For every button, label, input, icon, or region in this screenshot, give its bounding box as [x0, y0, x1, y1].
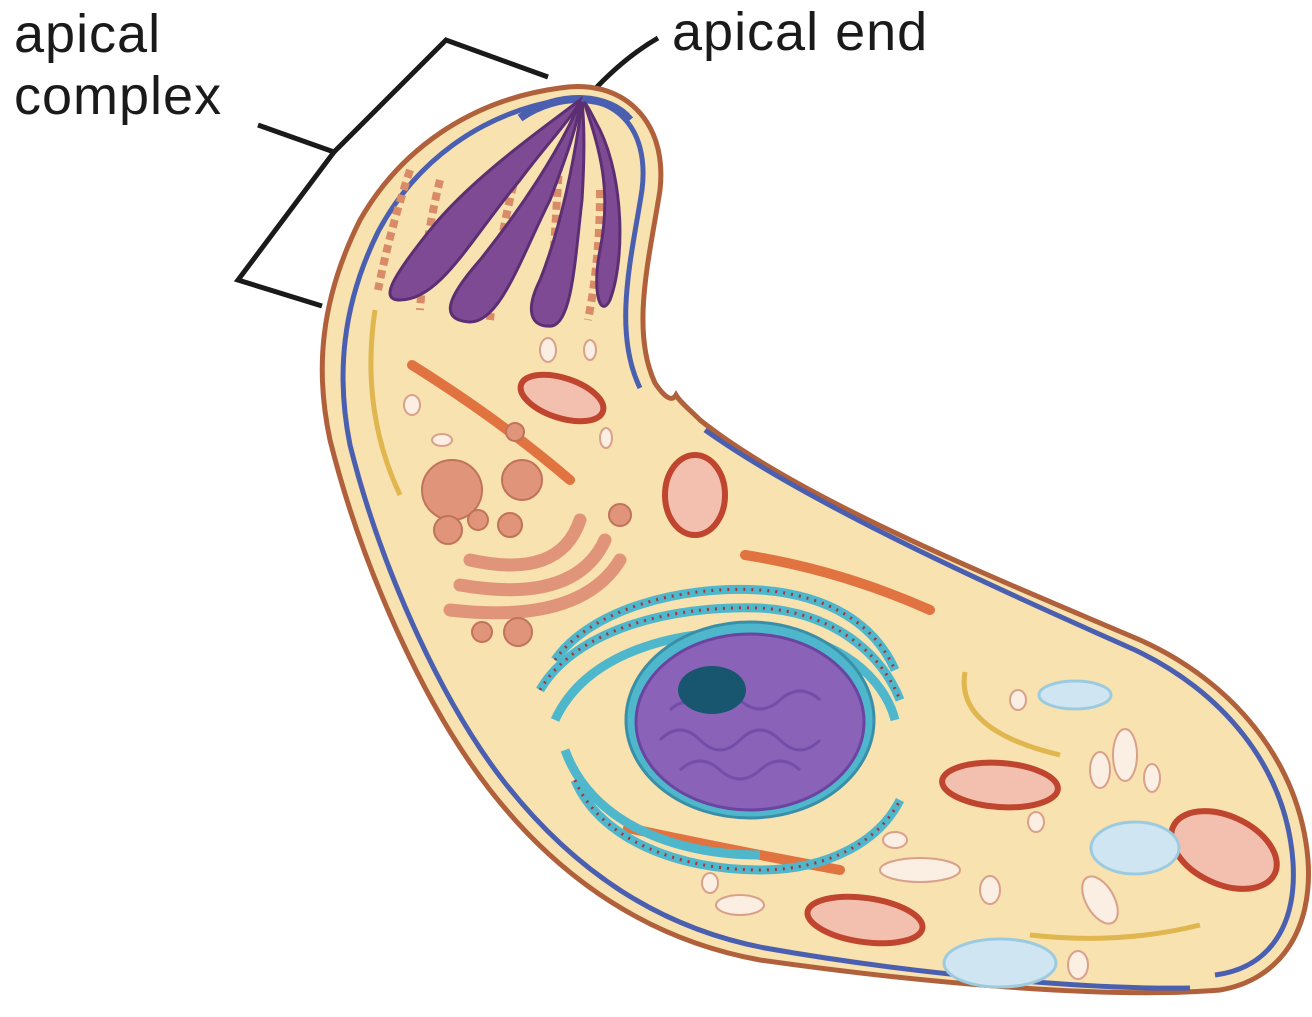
apical-end-label: apical end: [672, 2, 928, 62]
apical-complex-label-line1: apical: [14, 4, 161, 64]
nucleus: [636, 634, 864, 810]
apical-complex-label-line2: complex: [14, 66, 222, 126]
nucleolus: [678, 666, 746, 714]
